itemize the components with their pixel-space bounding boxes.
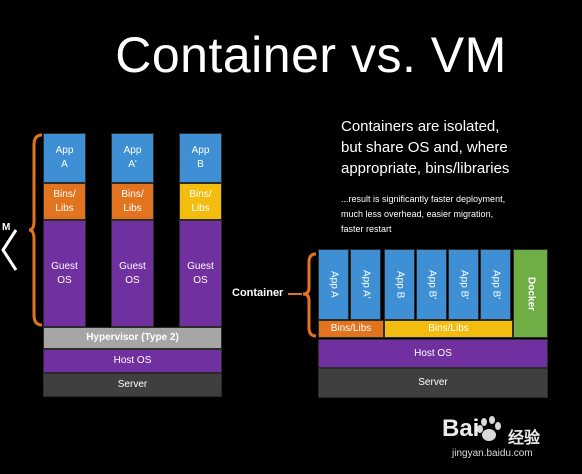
- docker-label: Docker: [525, 276, 537, 311]
- container-label: Container: [232, 287, 284, 299]
- vm-guest-os-1: Guest OS: [43, 220, 86, 327]
- vm-bins-2: Bins/ Libs: [111, 183, 154, 220]
- container-app-4: App B': [416, 249, 447, 320]
- vm-app-2: App A': [111, 133, 154, 183]
- watermark-url: jingyan.baidu.com: [452, 448, 533, 459]
- chevron-left-icon: [1, 229, 18, 271]
- vm-guest-os-3: Guest OS: [179, 220, 222, 327]
- vm-bins-1: Bins/ Libs: [43, 183, 86, 220]
- baidu-paw-icon: [477, 416, 501, 441]
- vm-host-os-layer: Host OS: [43, 349, 222, 373]
- vm-side-label: M: [2, 222, 11, 233]
- container-app-label: App A: [328, 271, 340, 298]
- container-bins-b: Bins/Libs: [384, 320, 513, 338]
- container-host-os-layer: Host OS: [318, 339, 548, 368]
- vm-bins-3: Bins/ Libs: [179, 183, 222, 220]
- container-app-label: App A': [360, 270, 372, 299]
- container-bins-a: Bins/Libs: [318, 320, 384, 338]
- vm-server-layer: Server: [43, 373, 222, 397]
- container-server-layer: Server: [318, 368, 548, 398]
- vm-brace: [28, 133, 43, 327]
- watermark-logo-cn: 经验: [508, 430, 541, 447]
- container-app-2: App A': [350, 249, 381, 320]
- page-title: Container vs. VM: [115, 27, 507, 83]
- description-headline: Containers are isolated, but share OS an…: [341, 118, 510, 177]
- watermark-logo: Bai: [442, 415, 480, 442]
- container-app-5: App B': [448, 249, 479, 320]
- container-app-1: App A: [318, 249, 349, 320]
- hypervisor-layer: Hypervisor (Type 2): [43, 327, 222, 349]
- container-brace: [288, 252, 317, 338]
- container-app-label: App B': [490, 269, 502, 300]
- container-app-3: App B: [384, 249, 415, 320]
- vm-guest-os-2: Guest OS: [111, 220, 154, 327]
- vm-app-3: App B: [179, 133, 222, 183]
- container-app-label: App B': [458, 269, 470, 300]
- container-app-label: App B: [394, 270, 406, 299]
- vm-app-1: App A: [43, 133, 86, 183]
- description-detail: ...result is significantly faster deploy…: [341, 194, 506, 234]
- docker-block: Docker: [513, 249, 548, 338]
- container-app-6: App B': [480, 249, 511, 320]
- container-app-label: App B': [426, 269, 438, 300]
